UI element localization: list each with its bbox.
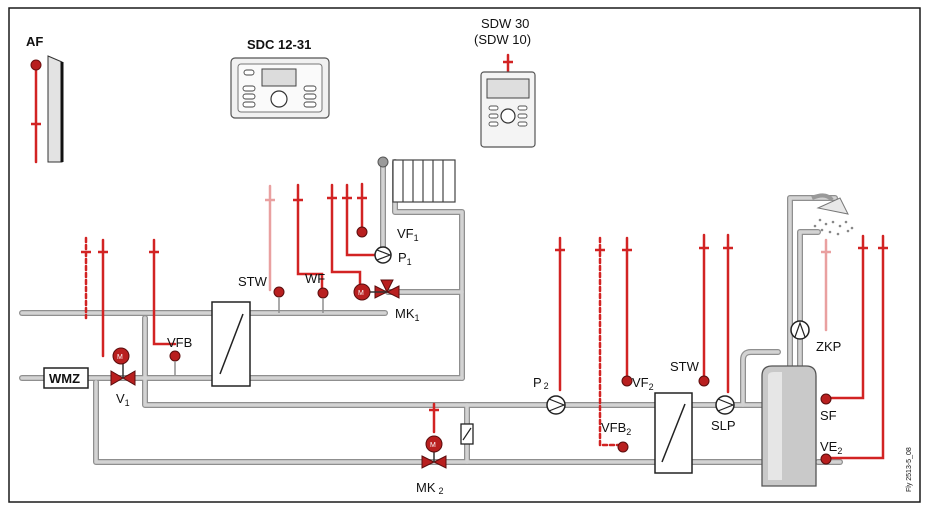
heat-exchanger-2-icon xyxy=(654,392,693,474)
diagram-frame xyxy=(8,7,921,503)
radiator-icon xyxy=(377,156,456,203)
cable-gland-marks xyxy=(31,60,888,412)
heat-exchanger-icon xyxy=(211,301,251,387)
mixing-valve-icon: M xyxy=(353,279,400,301)
vf1-label: VF1 xyxy=(397,226,419,243)
svg-text:M: M xyxy=(430,442,436,449)
vfb2-label: VFB2 xyxy=(601,420,631,437)
slp-label: SLP xyxy=(711,418,736,433)
svg-text:M: M xyxy=(117,354,123,361)
heat-meter: WMZ xyxy=(43,367,89,389)
shower-icon xyxy=(811,193,854,236)
outdoor-sensor-icon xyxy=(30,55,64,163)
svg-text:M: M xyxy=(358,290,364,297)
wf-sensor xyxy=(317,287,329,299)
wf-label: WF xyxy=(305,271,325,286)
sf-sensor xyxy=(820,393,832,405)
vfb2-sensor xyxy=(617,441,629,453)
control-valve-v1: M xyxy=(110,347,136,386)
remote-unit-icon xyxy=(480,71,536,148)
vf1-sensor xyxy=(356,226,368,238)
stw-right-label: STW xyxy=(670,359,700,374)
zkp-label: ZKP xyxy=(816,339,841,354)
pump-zkp-icon xyxy=(790,320,810,340)
signal-lines xyxy=(34,53,885,460)
heat-meter-label: WMZ xyxy=(49,371,80,386)
v1-label: V1 xyxy=(116,391,130,408)
stw-right-sensor xyxy=(698,375,710,387)
vfb-label: VFB xyxy=(167,335,192,350)
remote-unit-alt-title: (SDW 10) xyxy=(474,32,531,47)
stw-left-label: STW xyxy=(238,274,268,289)
controller-icon xyxy=(230,57,330,119)
outdoor-sensor-label: AF xyxy=(26,34,43,49)
pipe-network xyxy=(19,159,843,465)
mixing-valve-2-icon: M xyxy=(421,435,447,469)
pump-p2-icon xyxy=(546,395,566,415)
pump-p1-icon xyxy=(374,246,392,264)
vf2-sensor xyxy=(621,375,633,387)
vf2-label: VF2 xyxy=(632,375,654,392)
vfb-sensor xyxy=(169,350,181,362)
stw-left-sensor xyxy=(273,286,285,298)
mk1-label: MK1 xyxy=(395,306,420,323)
controller-title: SDC 12-31 xyxy=(247,37,311,52)
document-code: Fly 2513-5_08 xyxy=(906,447,913,492)
ve2-sensor xyxy=(820,453,832,465)
check-valve-icon xyxy=(460,423,474,445)
pump-slp-icon xyxy=(715,395,735,415)
storage-tank-icon xyxy=(761,365,817,487)
ve2-label: VE2 xyxy=(820,439,842,456)
sf-label: SF xyxy=(820,408,837,423)
p1-label: P1 xyxy=(398,250,412,267)
remote-unit-title: SDW 30 xyxy=(481,16,529,31)
